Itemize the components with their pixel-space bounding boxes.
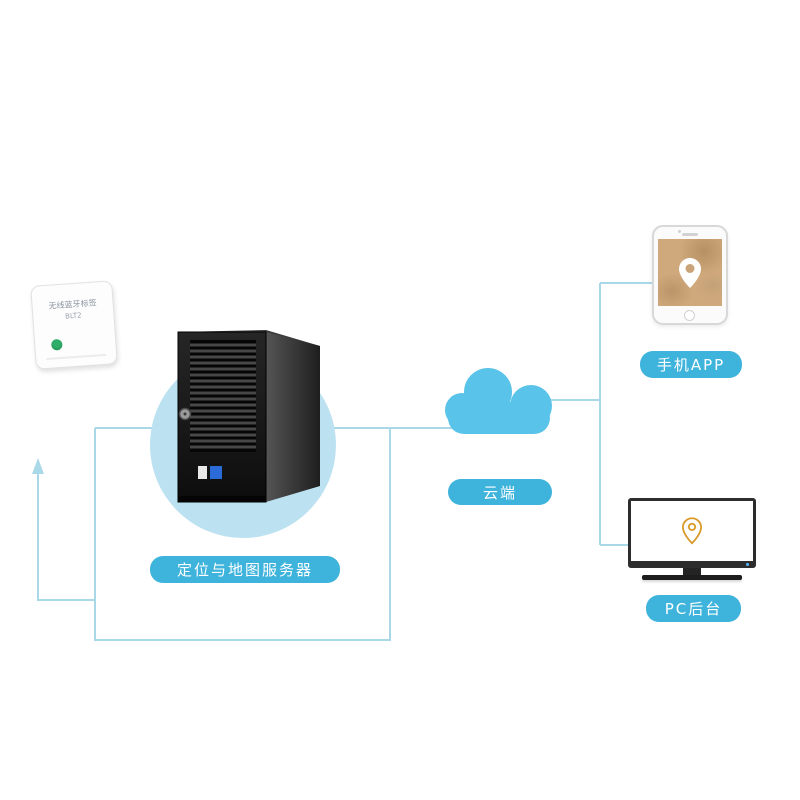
phone-home-button [684, 310, 695, 321]
map-pin-outline-icon [682, 517, 702, 545]
server-tower-icon [168, 328, 326, 508]
map-pin-icon [679, 257, 701, 288]
phone-badge: 手机APP [640, 351, 742, 378]
server-badge: 定位与地图服务器 [150, 556, 340, 583]
monitor-screen [631, 501, 753, 561]
cloud-badge: 云端 [448, 479, 552, 505]
monitor-stand-neck [683, 568, 701, 575]
phone-icon [652, 225, 728, 325]
label-sticker [198, 466, 207, 479]
cpu-sticker [210, 466, 222, 479]
phone-map-screen [658, 239, 722, 306]
vent-slats [190, 343, 256, 449]
vent-panel [190, 340, 256, 452]
monitor-icon [628, 498, 756, 580]
phone-camera-dot [678, 230, 681, 233]
tag-device: 无线蓝牙标签 BLT2 [30, 280, 118, 370]
monitor-stand-base [642, 575, 742, 580]
pc-badge: PC后台 [646, 595, 741, 622]
phone-speaker [682, 233, 698, 236]
power-led [746, 563, 749, 566]
monitor-bezel [628, 498, 756, 568]
tag-green-led [50, 338, 63, 351]
up-arrow-icon [32, 458, 44, 474]
tag-slot [46, 353, 107, 361]
cloud-icon [438, 362, 562, 438]
